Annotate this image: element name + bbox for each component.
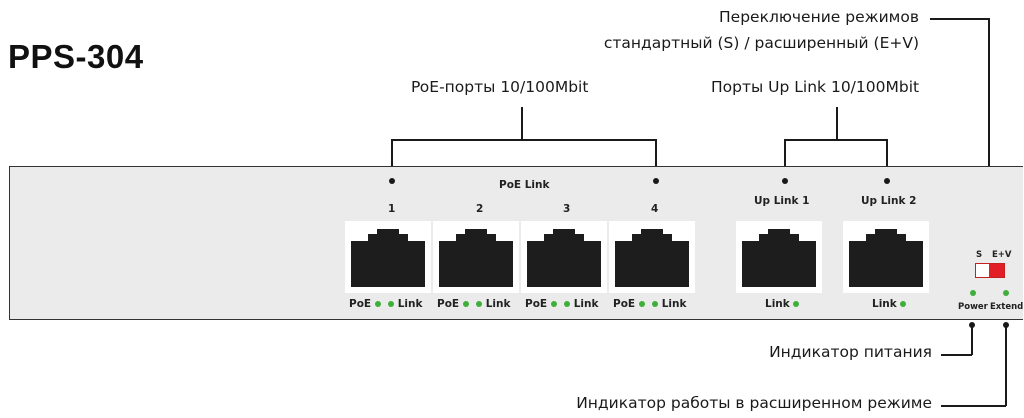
uplink-bracket-bar [784, 139, 887, 141]
poe-port-1-status: PoE Link [349, 298, 422, 310]
switch-s-label: S [976, 250, 983, 260]
link-led-label: Link [485, 298, 511, 310]
uplink-port-2-status: Link [872, 298, 907, 310]
extend-led-icon [1003, 290, 1009, 296]
extend-leader-dot [1003, 322, 1009, 328]
poe-led-label: PoE [349, 298, 372, 310]
poe-bracket-right [655, 139, 657, 181]
poe-led-icon [462, 301, 469, 307]
poe-port-number-2: 2 [476, 203, 484, 215]
poe-link-label: PoE Link [499, 179, 550, 191]
link-led-icon [793, 301, 800, 307]
power-leader-v [971, 325, 973, 355]
poe-bracket-left [391, 139, 393, 181]
extend-label: Extend [990, 302, 1024, 312]
link-led-icon [564, 301, 571, 307]
link-led-label: Link [872, 298, 897, 310]
extend-indicator-callout: Индикатор работы в расширенном режиме [576, 394, 932, 412]
power-leader-dot [969, 322, 975, 328]
mode-switch-leader-h [930, 18, 989, 20]
uplink-bracket-right [886, 139, 888, 181]
extend-leader-h [941, 405, 1006, 407]
uplink-bracket-dot-right [884, 178, 890, 184]
uplink-bracket-stem [836, 107, 838, 139]
poe-ports-callout: PoE-порты 10/100Mbit [411, 78, 589, 96]
mode-switch[interactable] [975, 263, 1005, 278]
mode-switch-leader-v [988, 18, 990, 234]
rj45-jack-icon [849, 229, 923, 287]
poe-bracket-dot-right [653, 178, 659, 184]
product-title: PPS-304 [8, 38, 144, 75]
poe-port-number-3: 3 [563, 203, 571, 215]
uplink-ports-callout: Порты Up Link 10/100Mbit [711, 78, 920, 96]
link-led-icon [476, 301, 483, 307]
mode-switch-callout-line2: стандартный (S) / расширенный (E+V) [603, 34, 919, 52]
power-leader-h [941, 354, 972, 356]
uplink-port-2 [843, 221, 929, 293]
poe-port-4-status: PoE Link [613, 298, 686, 310]
uplink-1-label: Up Link 1 [754, 195, 810, 207]
rj45-jack-icon [351, 229, 425, 287]
poe-port-3 [521, 221, 607, 293]
uplink-bracket-dot-left [782, 178, 788, 184]
mode-switch-callout-line1: Переключение режимов [719, 8, 919, 26]
uplink-port-1-status: Link [765, 298, 800, 310]
switch-ev-label: E+V [992, 250, 1012, 260]
poe-led-icon [550, 301, 557, 307]
poe-led-icon [638, 301, 645, 307]
poe-port-4 [609, 221, 695, 293]
rj45-jack-icon [742, 229, 816, 287]
poe-bracket-bar [391, 139, 656, 141]
uplink-2-label: Up Link 2 [861, 195, 917, 207]
power-led-icon [970, 290, 976, 296]
link-led-label: Link [765, 298, 790, 310]
poe-led-label: PoE [525, 298, 548, 310]
power-label: Power [958, 302, 988, 312]
poe-led-label: PoE [437, 298, 460, 310]
link-led-icon [652, 301, 659, 307]
rj45-jack-icon [615, 229, 689, 287]
power-indicator-callout: Индикатор питания [769, 343, 932, 361]
poe-bracket-stem [521, 107, 523, 139]
poe-led-label: PoE [613, 298, 636, 310]
poe-port-number-4: 4 [651, 203, 659, 215]
poe-port-2-status: PoE Link [437, 298, 510, 310]
poe-port-3-status: PoE Link [525, 298, 598, 310]
poe-bracket-dot-left [389, 178, 395, 184]
poe-port-1 [345, 221, 431, 293]
link-led-icon [388, 301, 395, 307]
uplink-bracket-left [784, 139, 786, 181]
link-led-label: Link [661, 298, 687, 310]
rj45-jack-icon [439, 229, 513, 287]
link-led-label: Link [397, 298, 423, 310]
mode-switch-knob [989, 264, 1004, 277]
link-led-label: Link [573, 298, 599, 310]
poe-port-2 [433, 221, 519, 293]
extend-leader-v [1005, 325, 1007, 406]
link-led-icon [900, 301, 907, 307]
rj45-jack-icon [527, 229, 601, 287]
uplink-port-1 [736, 221, 822, 293]
poe-led-icon [374, 301, 381, 307]
poe-port-number-1: 1 [388, 203, 396, 215]
